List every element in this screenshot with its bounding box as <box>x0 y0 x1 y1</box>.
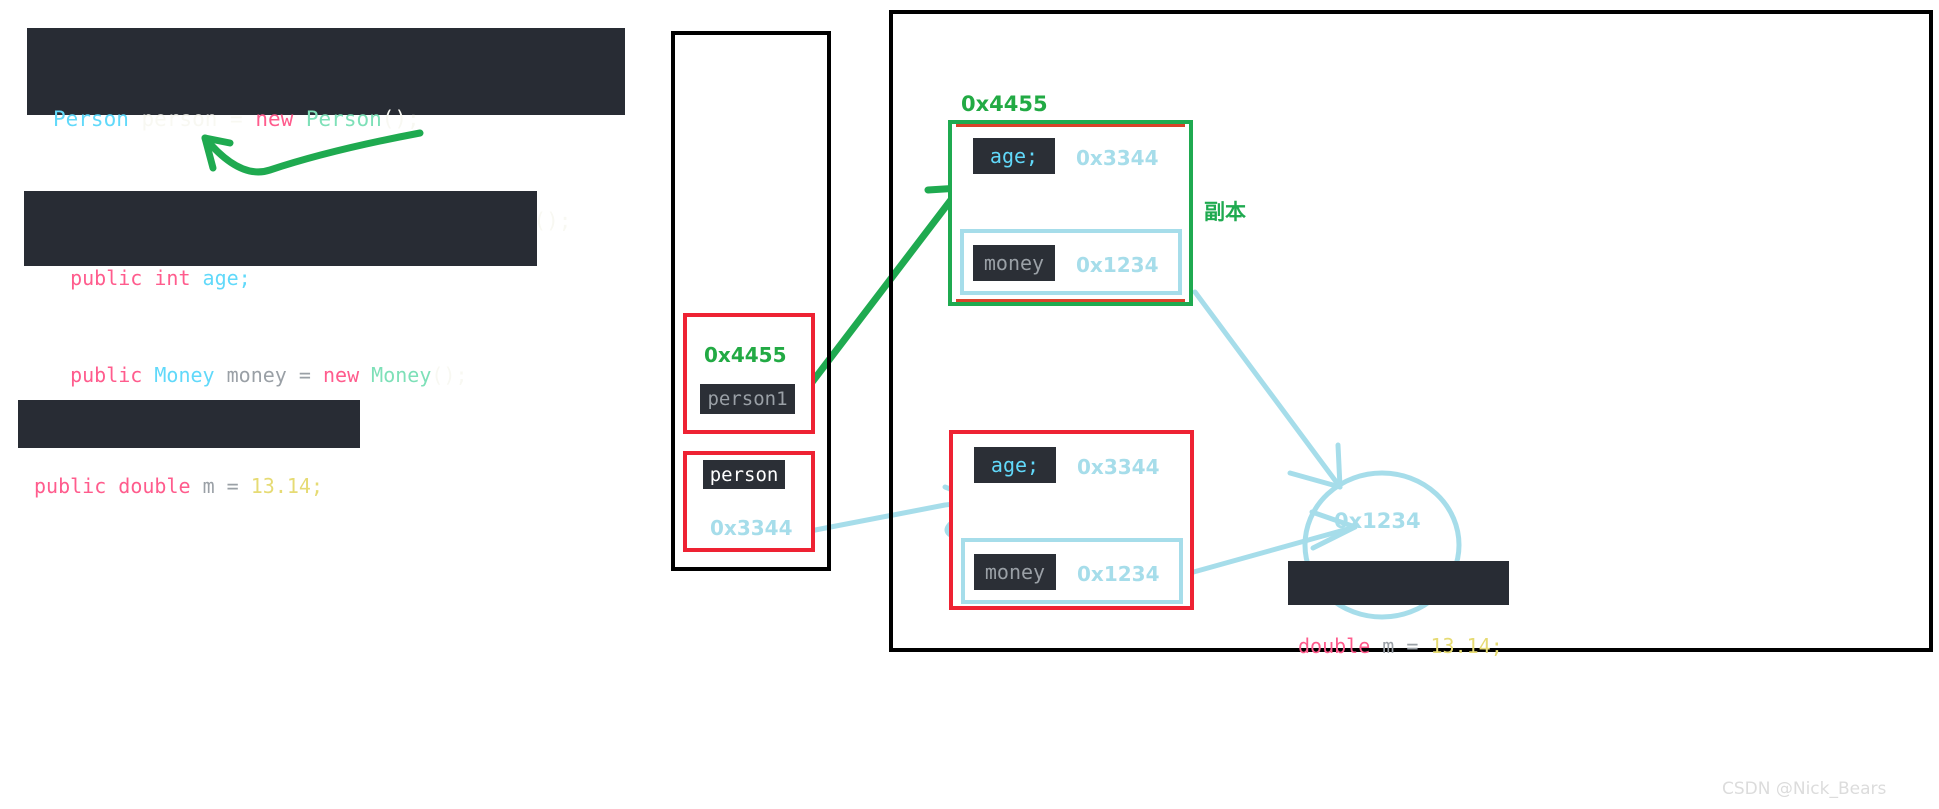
code-block-clone-snippet: Person person = new Person(); Person per… <box>27 28 625 233</box>
heap-copy-field-money-name: money <box>973 245 1055 281</box>
heap-copy-inner-bottom-border <box>956 299 1185 302</box>
heap-original-field-age-name: age; <box>974 447 1056 483</box>
heap-copy-field-age-name: age; <box>973 138 1055 174</box>
heap-original-field-age-value: 0x3344 <box>1077 455 1160 479</box>
heap-copy-badge-label: 副本 <box>1204 200 1246 224</box>
money-object-address-label: 0x1234 <box>1334 509 1421 533</box>
heap-copy-inner-top-border <box>956 124 1185 127</box>
stack-frame-person1[interactable] <box>683 313 815 434</box>
heap-copy-field-money-value: 0x1234 <box>1076 253 1159 277</box>
heap-original-field-money-value: 0x1234 <box>1077 562 1160 586</box>
code-line: public Money money = new Money(); <box>70 362 468 387</box>
stack-frame-person-address: 0x3344 <box>710 516 793 540</box>
stack-frame-person-variable: person <box>703 460 785 489</box>
code-line: public int age; <box>70 265 251 290</box>
stack-region <box>671 31 831 571</box>
heap-copy-address-label: 0x4455 <box>961 92 1048 116</box>
heap-region <box>889 10 1933 652</box>
code-block-money-field: public double m = 13.14; <box>18 400 360 498</box>
heap-original-field-money-name: money <box>974 554 1056 590</box>
code-block-money-heap-snippet: double m = 13.14; <box>1288 561 1509 658</box>
code-line: public double m = 13.14; <box>34 473 324 498</box>
stack-frame-person1-address: 0x4455 <box>704 343 787 367</box>
code-line: double m = 13.14; <box>1298 633 1503 658</box>
heap-copy-field-age-value: 0x3344 <box>1076 146 1159 170</box>
watermark: CSDN @Nick_Bears <box>1722 779 1887 799</box>
code-block-person-fields: public int age; public Money money = new… <box>24 191 537 387</box>
stack-frame-person1-variable: person1 <box>700 384 795 414</box>
code-line: Person person = new Person(); <box>53 107 420 132</box>
